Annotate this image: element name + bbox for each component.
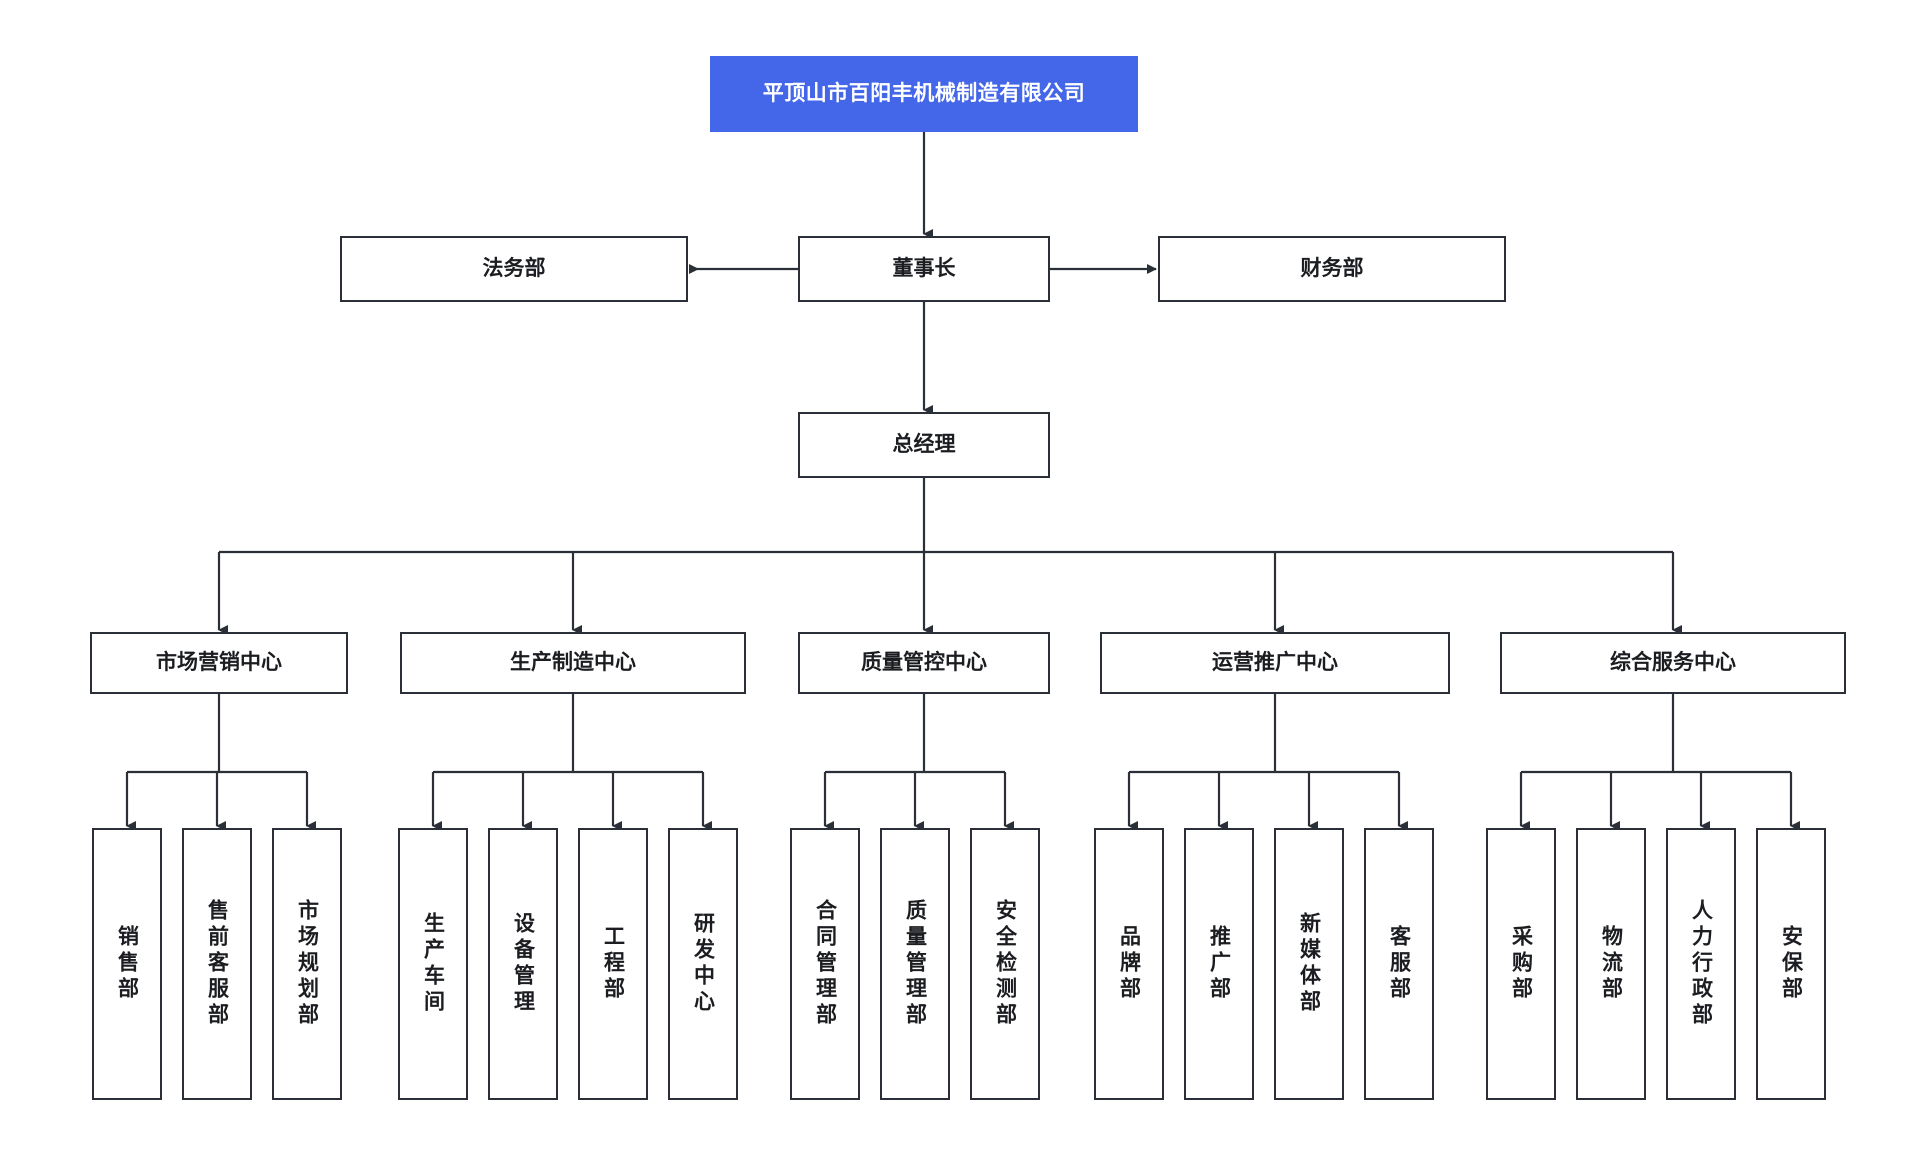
node-c-production-label: 生产制造中心 [510,650,636,674]
node-customer-svc-label: 客服部 [1387,925,1411,1003]
node-company-root-label: 平顶山市百阳丰机械制造有限公司 [762,81,1086,105]
node-c-services[interactable]: 综合服务中心 [1500,632,1846,694]
node-c-services-label: 综合服务中心 [1610,650,1736,674]
node-c-quality[interactable]: 质量管控中心 [798,632,1050,694]
node-hr-admin[interactable]: 人力行政部 [1666,828,1736,1100]
node-safety-test-label: 安全检测部 [993,899,1017,1029]
node-equipment-label: 设备管理 [511,912,535,1016]
node-rnd-center[interactable]: 研发中心 [668,828,738,1100]
node-market-planning[interactable]: 市场规划部 [272,828,342,1100]
node-quality-mgmt-label: 质量管理部 [903,899,927,1029]
node-brand-label: 品牌部 [1117,925,1141,1003]
node-customer-svc[interactable]: 客服部 [1364,828,1434,1100]
node-brand[interactable]: 品牌部 [1094,828,1164,1100]
node-c-marketing-label: 市场营销中心 [156,650,282,674]
node-contract-mgmt[interactable]: 合同管理部 [790,828,860,1100]
node-sales-label: 销售部 [115,925,139,1003]
node-promotion-label: 推广部 [1207,925,1231,1003]
connector-group [125,132,1800,831]
node-market-planning-label: 市场规划部 [295,899,319,1029]
node-sales[interactable]: 销售部 [92,828,162,1100]
node-chairman-label: 董事长 [892,256,956,280]
node-logistics-label: 物流部 [1599,925,1623,1003]
node-security[interactable]: 安保部 [1756,828,1826,1100]
node-c-operations-label: 运营推广中心 [1212,650,1338,674]
node-promotion[interactable]: 推广部 [1184,828,1254,1100]
node-gm[interactable]: 总经理 [798,412,1050,478]
node-new-media-label: 新媒体部 [1297,912,1321,1016]
node-contract-mgmt-label: 合同管理部 [813,899,837,1029]
node-company-root[interactable]: 平顶山市百阳丰机械制造有限公司 [710,56,1138,132]
node-equipment[interactable]: 设备管理 [488,828,558,1100]
node-c-marketing[interactable]: 市场营销中心 [90,632,348,694]
node-security-label: 安保部 [1779,925,1803,1003]
node-finance[interactable]: 财务部 [1158,236,1506,302]
node-quality-mgmt[interactable]: 质量管理部 [880,828,950,1100]
node-engineering-label: 工程部 [601,925,625,1003]
node-safety-test[interactable]: 安全检测部 [970,828,1040,1100]
node-legal[interactable]: 法务部 [340,236,688,302]
node-legal-label: 法务部 [482,256,546,280]
node-new-media[interactable]: 新媒体部 [1274,828,1344,1100]
node-rnd-center-label: 研发中心 [691,912,715,1016]
node-purchasing[interactable]: 采购部 [1486,828,1556,1100]
node-c-operations[interactable]: 运营推广中心 [1100,632,1450,694]
node-finance-label: 财务部 [1300,256,1364,280]
node-c-quality-label: 质量管控中心 [861,650,987,674]
node-gm-label: 总经理 [892,432,956,456]
node-engineering[interactable]: 工程部 [578,828,648,1100]
node-logistics[interactable]: 物流部 [1576,828,1646,1100]
node-workshop[interactable]: 生产车间 [398,828,468,1100]
node-purchasing-label: 采购部 [1509,925,1533,1003]
node-c-production[interactable]: 生产制造中心 [400,632,746,694]
node-presale-service-label: 售前客服部 [205,899,229,1029]
node-chairman[interactable]: 董事长 [798,236,1050,302]
node-workshop-label: 生产车间 [421,912,445,1016]
node-presale-service[interactable]: 售前客服部 [182,828,252,1100]
node-hr-admin-label: 人力行政部 [1689,899,1713,1029]
